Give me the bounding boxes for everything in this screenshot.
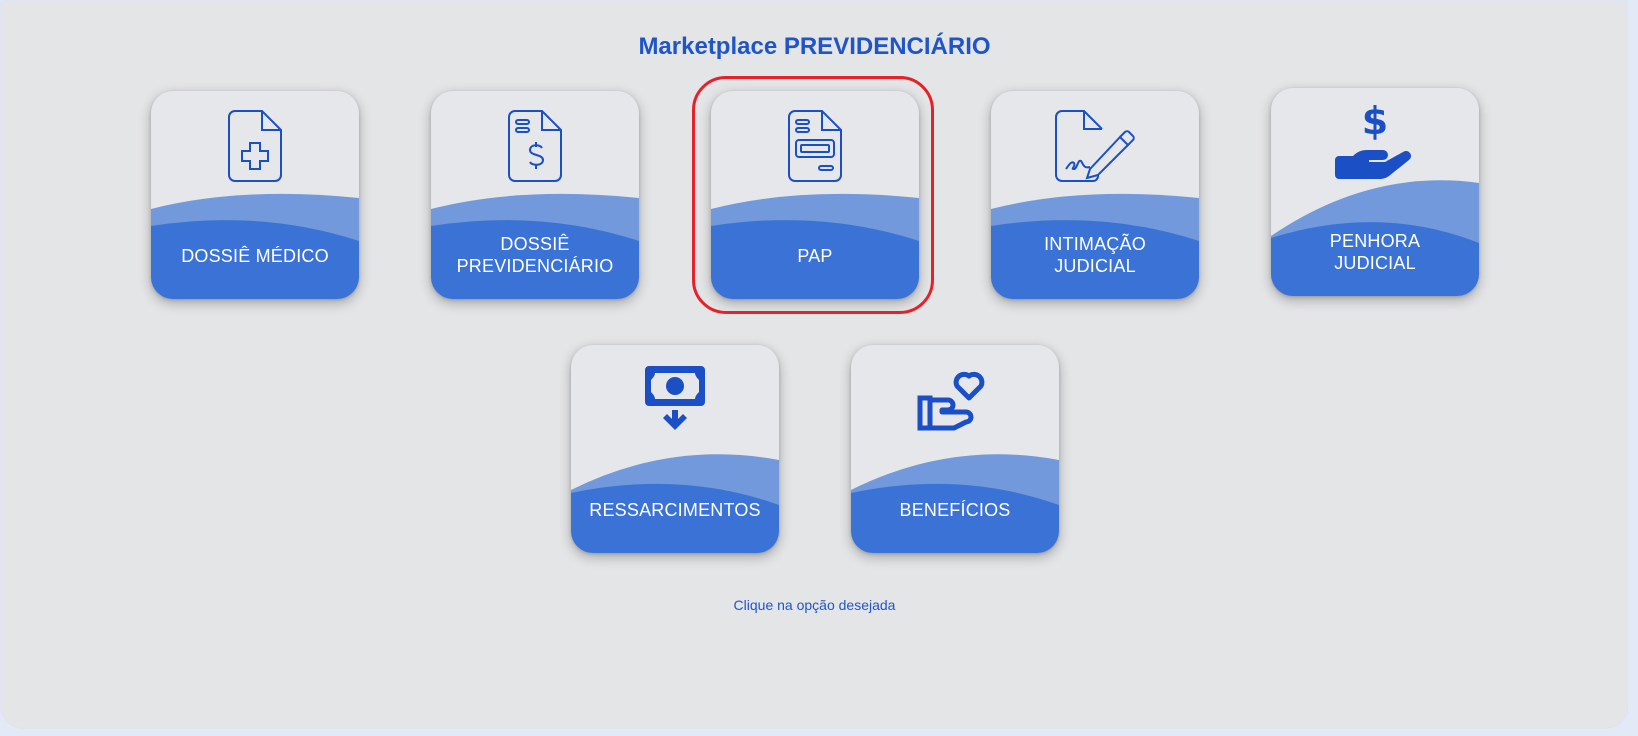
- window-edge: [1628, 0, 1638, 736]
- hand-money-icon: $: [1271, 88, 1479, 194]
- wave-decoration: [571, 454, 779, 553]
- card-dossie-medico[interactable]: DOSSIÊ MÉDICO: [151, 91, 359, 299]
- card-label-line: JUDICIAL: [1054, 256, 1136, 276]
- wave-decoration: [431, 193, 639, 299]
- card-label: RESSARCIMENTOS: [589, 500, 761, 520]
- card-dossie-previdenciario[interactable]: DOSSIÊ PREVIDENCIÁRIO: [431, 91, 639, 299]
- money-document-icon: [431, 91, 639, 201]
- card-label-line: JUDICIAL: [1334, 253, 1416, 273]
- card-pap[interactable]: PAP: [711, 91, 919, 299]
- form-document-icon: [711, 91, 919, 201]
- page-title: Marketplace PREVIDENCIÁRIO: [638, 33, 991, 60]
- card-label: BENEFÍCIOS: [899, 500, 1011, 520]
- instruction-hint: Clique na opção desejada: [733, 597, 896, 613]
- card-ressarcimentos[interactable]: RESSARCIMENTOS: [571, 345, 779, 553]
- card-intimacao-judicial[interactable]: INTIMAÇÃO JUDICIAL: [991, 91, 1199, 299]
- medical-document-icon: [151, 91, 359, 201]
- card-label: PENHORA JUDICIAL: [1271, 230, 1479, 274]
- card-label-line: PREVIDENCIÁRIO: [456, 256, 614, 276]
- card-label: DOSSIÊ MÉDICO: [181, 246, 329, 266]
- wave-decoration: [1271, 180, 1479, 296]
- svg-text:$: $: [1362, 100, 1388, 143]
- wave-decoration: [151, 193, 359, 299]
- wave-decoration: [851, 454, 1059, 553]
- card-label: INTIMAÇÃO JUDICIAL: [991, 233, 1199, 277]
- card-label-line: INTIMAÇÃO: [1044, 234, 1146, 254]
- card-label-line: PENHORA: [1329, 231, 1421, 251]
- card-label: DOSSIÊ PREVIDENCIÁRIO: [431, 233, 639, 277]
- signature-document-icon: [991, 91, 1199, 201]
- hand-heart-icon: [851, 345, 1059, 455]
- card-penhora-judicial[interactable]: $ PENHORA JUDICIAL: [1271, 88, 1479, 296]
- card-label: PAP: [797, 246, 833, 266]
- card-label-line: DOSSIÊ: [500, 234, 570, 254]
- card-beneficios[interactable]: BENEFÍCIOS: [851, 345, 1059, 553]
- wave-decoration: [711, 193, 919, 299]
- cash-download-icon: [571, 345, 779, 455]
- wave-decoration: [991, 193, 1199, 299]
